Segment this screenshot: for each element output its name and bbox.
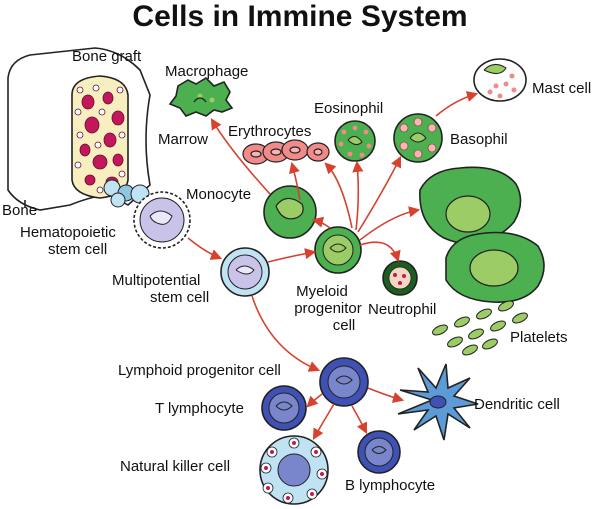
- multipotential-stem-cell: [220, 247, 270, 297]
- diagram-title: Cells in Immine System: [132, 0, 467, 33]
- label-bone-graft: Bone graft: [72, 48, 142, 65]
- label-platelets: Platelets: [510, 329, 568, 346]
- arrow-myeloid-to-basophil: [357, 155, 402, 233]
- label-neutrophil: Neutrophil: [368, 301, 436, 318]
- label-monocyte: Monocyte: [186, 186, 251, 203]
- mast-cell: [473, 58, 527, 102]
- label-t-lymphocyte: T lymphocyte: [155, 400, 244, 417]
- arrow-lymphoid-to-t: [306, 393, 323, 408]
- marrow-small-cells: [74, 84, 126, 194]
- label-macrophage: Macrophage: [165, 63, 248, 80]
- dendritic-cell: [397, 363, 479, 441]
- label-bone: Bone: [2, 202, 37, 219]
- stem-cell-cluster: [103, 179, 150, 208]
- label-hsc-line2: stem cell: [48, 241, 107, 258]
- bone-graft-illustration: [7, 47, 151, 211]
- label-b-lymphocyte: B lymphocyte: [345, 477, 435, 494]
- label-myeloid-line1: Myeloid: [296, 283, 348, 300]
- label-marrow: Marrow: [158, 131, 208, 148]
- arrow-mpsc-to-lymphoid: [251, 295, 321, 372]
- label-erythrocytes: Erythrocytes: [228, 123, 311, 140]
- arrow-myeloid-to-erythrocytes: [324, 162, 353, 229]
- megakaryocyte-cells: [419, 166, 545, 303]
- b-lymphocyte-cell: [357, 430, 401, 474]
- lineage-arrows: [187, 91, 479, 440]
- label-myeloid-line2: progenitor: [294, 300, 362, 317]
- label-lymphoid-progenitor: Lymphoid progenitor cell: [118, 362, 281, 379]
- natural-killer-cell: [259, 435, 329, 505]
- label-mast-cell: Mast cell: [532, 80, 591, 97]
- lymphoid-progenitor-cell: [319, 357, 369, 407]
- arrow-monocyte-to-macrophage: [210, 118, 271, 195]
- arrow-myeloid-to-eosinophil: [352, 160, 364, 231]
- arrow-myeloid-to-megakaryocyte: [359, 206, 421, 241]
- arrow-basophil-to-mast: [435, 91, 479, 117]
- label-basophil: Basophil: [450, 131, 508, 148]
- label-mpsc-line1: Multipotential: [112, 272, 200, 289]
- marrow-red-cells: [79, 91, 125, 188]
- hematopoietic-stem-cell: [133, 191, 191, 249]
- erythrocyte-cells: [242, 139, 330, 165]
- arrow-mpsc-to-myeloid: [267, 248, 317, 263]
- arrow-hsc-to-mpsc: [187, 237, 223, 260]
- label-mpsc-line2: stem cell: [150, 289, 209, 306]
- label-natural-killer-cell: Natural killer cell: [120, 458, 230, 475]
- arrow-myeloid-to-neutrophil: [359, 241, 401, 263]
- basophil-cell: [393, 113, 443, 163]
- arrow-lymphoid-to-b: [351, 405, 368, 435]
- macrophage-cell: [168, 76, 234, 117]
- eosinophil-cell: [334, 120, 376, 162]
- arrow-lymphoid-to-dendritic: [367, 387, 405, 403]
- label-myeloid-line3: cell: [333, 317, 356, 334]
- neutrophil-cell: [382, 260, 418, 296]
- label-eosinophil: Eosinophil: [314, 100, 383, 117]
- monocyte-cell: [263, 185, 317, 239]
- myeloid-progenitor-cell: [314, 226, 362, 274]
- platelet-cells: [432, 300, 528, 356]
- arrow-myeloid-to-monocyte: [311, 216, 331, 229]
- arrow-marrow-to-erythrocytes: [289, 161, 301, 201]
- t-lymphocyte-cell: [261, 385, 307, 431]
- label-dendritic-cell: Dendritic cell: [474, 396, 560, 413]
- label-hsc-line1: Hematopoietic: [20, 224, 116, 241]
- arrow-lymphoid-to-nk: [312, 403, 335, 440]
